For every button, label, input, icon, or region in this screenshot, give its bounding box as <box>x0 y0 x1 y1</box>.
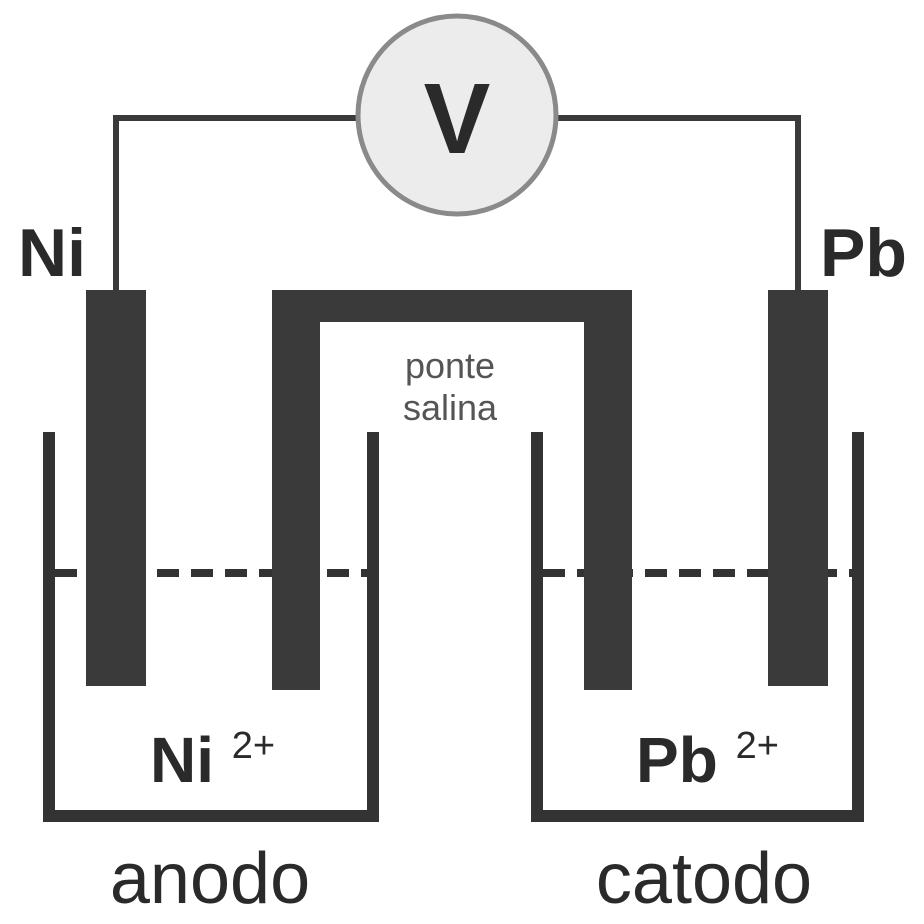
external-wire-left <box>113 115 358 290</box>
electrode-ni <box>86 290 146 686</box>
ion-label-ni: Ni 2+ <box>150 724 275 796</box>
external-wire-right <box>556 115 801 290</box>
salt-bridge-label-line2: salina <box>403 387 498 428</box>
ion-symbol-pb: Pb <box>636 724 718 796</box>
electrode-label-ni: Ni <box>18 215 86 291</box>
ion-symbol-ni: Ni <box>150 724 214 796</box>
beaker-right <box>531 432 864 822</box>
caption-catodo: catodo <box>596 839 812 919</box>
voltmeter-symbol: V <box>424 63 491 175</box>
salt-bridge-label-line1: ponte <box>405 345 495 386</box>
ion-label-pb: Pb 2+ <box>636 724 779 796</box>
electrode-pb <box>768 290 828 686</box>
ion-charge-ni: 2+ <box>232 725 275 767</box>
caption-anodo: anodo <box>110 839 310 919</box>
voltmeter: V <box>355 13 559 217</box>
beaker-left <box>43 432 379 822</box>
salt-bridge <box>272 290 632 690</box>
voltmeter-circle <box>355 13 559 217</box>
ion-charge-pb: 2+ <box>736 725 779 767</box>
electrode-label-pb: Pb <box>820 215 907 291</box>
